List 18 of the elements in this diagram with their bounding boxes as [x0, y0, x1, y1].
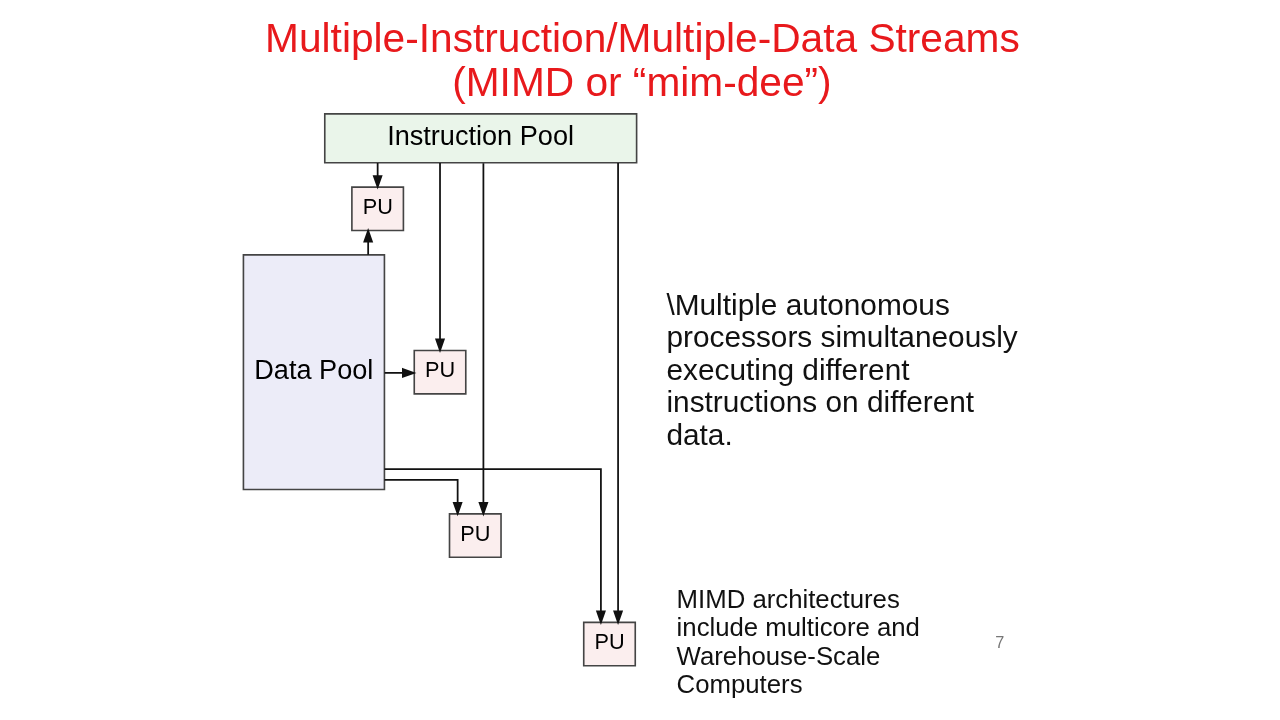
node-box: Instruction Pool — [323, 113, 638, 164]
arrow — [613, 162, 624, 625]
arrow — [363, 228, 374, 256]
arrow — [383, 479, 463, 517]
arrow — [434, 162, 446, 353]
label: MIMD architectures include multicore and Warehouse-Scale Computers — [676, 584, 920, 699]
node-box: PU — [448, 513, 502, 559]
label: 7 — [995, 633, 1005, 652]
diagram-title: Multiple-Instruction/Multiple-Data Streams (MIMD or “mim-dee”) — [265, 14, 1020, 106]
arrow — [478, 162, 489, 517]
node-box: Data Pool — [242, 254, 386, 491]
node-box: PU — [413, 349, 467, 395]
arrow — [383, 468, 606, 625]
node-box: PU — [582, 621, 637, 667]
arrow — [372, 162, 383, 190]
node-box: PU — [351, 186, 405, 232]
arrow — [383, 367, 417, 378]
label: \Multiple autonomous processors simultaneously executing different instructions on different data. — [666, 287, 1018, 451]
